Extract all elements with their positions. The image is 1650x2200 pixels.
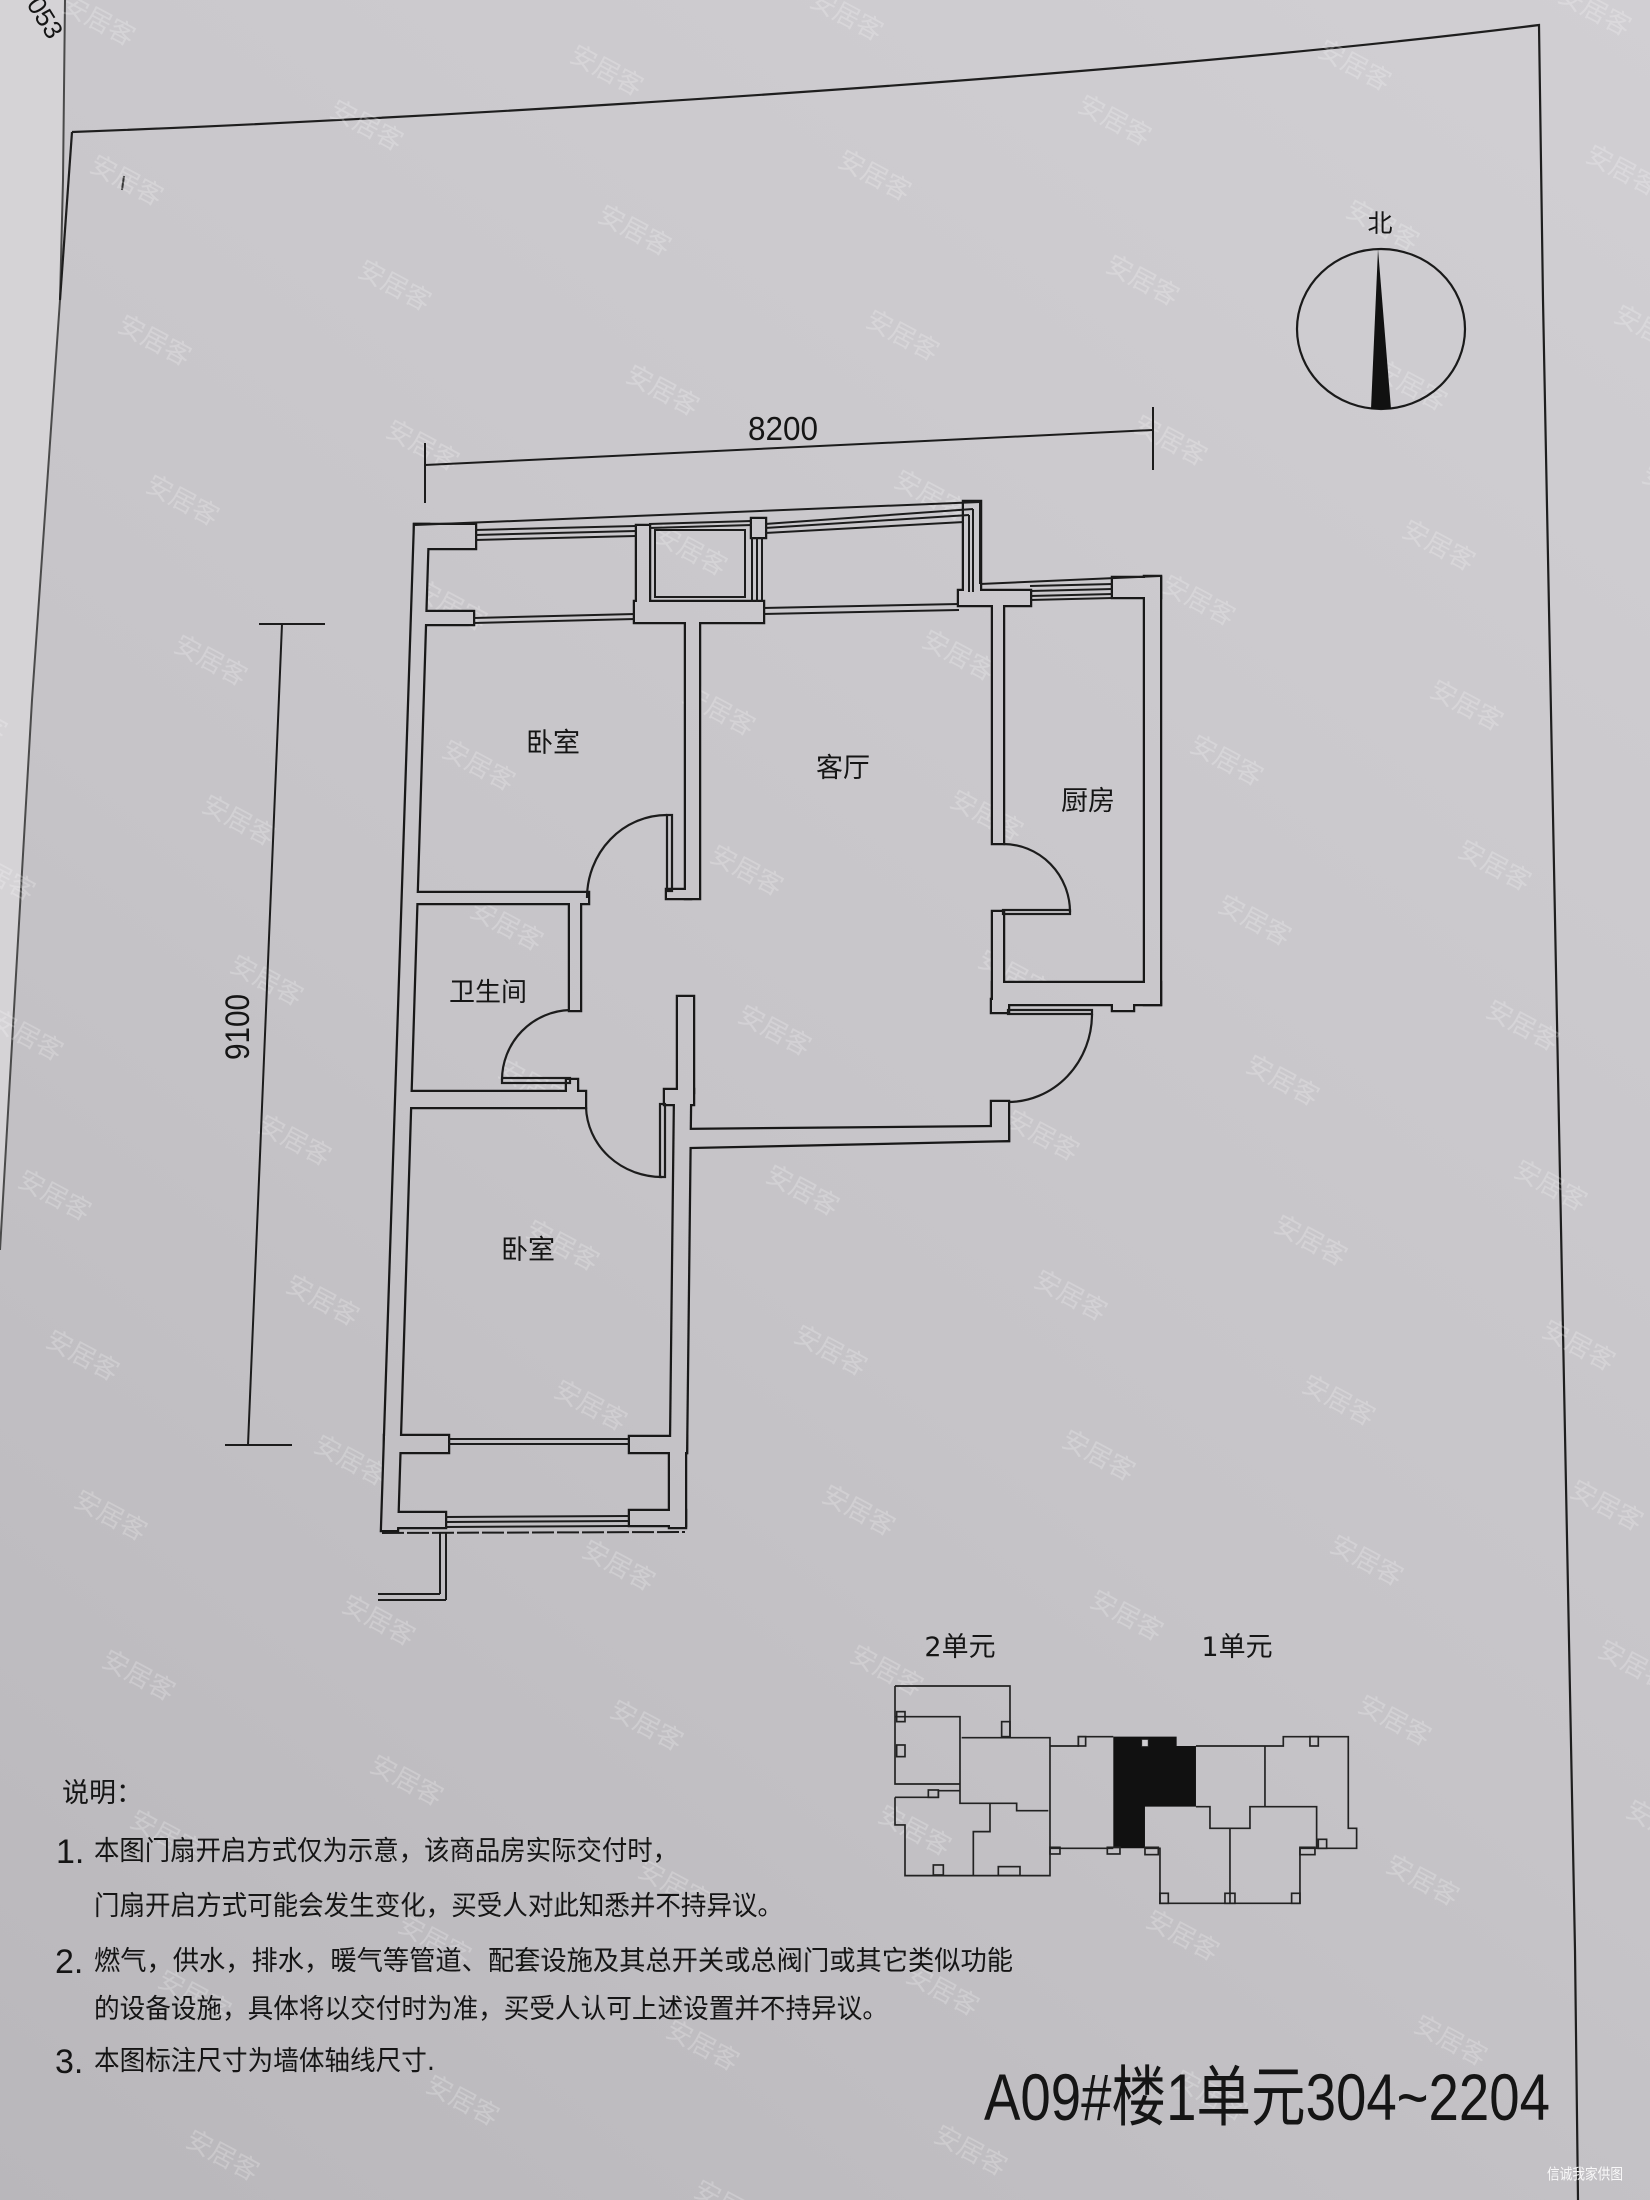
door-bathroom [500,1008,572,1085]
note-1-number: 1. [56,1833,84,1871]
notes-block: 说明： 1. 本图门扇开启方式仅为示意，该商品房实际交付时， 门扇开启方式可能会… [55,1778,1013,2081]
page-spine-strip [0,0,65,1250]
room-label-bedroom-south: 卧室 [501,1235,555,1266]
depth-dimension-label: 9100 [219,994,257,1060]
key-plan-highlighted-unit [1113,1736,1196,1849]
key-plan-unit-2-label: 2单元 [924,1632,995,1663]
door-entrance [1006,1008,1094,1104]
drawing-frame-left [58,131,74,301]
key-plan-outline [894,1685,1358,1905]
drawing-frame [71,23,1580,2200]
room-label-living-room: 客厅 [816,753,870,784]
door-bedroom-south [584,1102,667,1179]
unit-title: A09#楼1单元304~2204 [984,2060,1550,2134]
note-2-number: 2. [55,1943,83,1981]
north-compass: 北 [1295,209,1467,411]
notes-heading: 说明： [62,1778,143,1809]
stray-mark [121,175,125,191]
windows [378,501,1161,1601]
note-2-line-1: 燃气，供水，排水，暖气等管道、配套设施及其总开关或总阀门或其它类似功能 [94,1946,1013,1977]
note-1-line-2: 门扇开启方式可能会发生变化，买受人对此知悉并不持异议。 [94,1891,783,1922]
note-3-line-1: 本图标注尺寸为墙体轴线尺寸. [94,2046,435,2077]
key-plan [894,1685,1358,1905]
note-3-number: 3. [55,2043,83,2081]
north-label: 北 [1367,209,1392,238]
note-2-line-2: 的设备设施，具体将以交付时为准，买受人认可上述设置并不持异议。 [94,1994,888,2025]
key-plan-unit-1-label: 1单元 [1201,1632,1272,1663]
credit-watermark: 信诚我家供图 [1547,2165,1623,2183]
room-label-kitchen: 厨房 [1061,786,1115,817]
note-1-line-1: 本图门扇开启方式仅为示意，该商品房实际交付时， [94,1836,678,1867]
width-dimension-label: 8200 [748,410,818,447]
door-bedroom-north [585,813,674,899]
door-kitchen [1001,842,1072,916]
room-label-bedroom-north: 卧室 [526,728,580,759]
key-plan-marker [1141,1738,1149,1748]
north-arrow-icon [1371,249,1391,409]
room-label-bathroom: 卫生间 [449,978,527,1008]
dimension-width: 8200 [424,407,1154,503]
dimension-depth: 9100 [219,623,325,1446]
